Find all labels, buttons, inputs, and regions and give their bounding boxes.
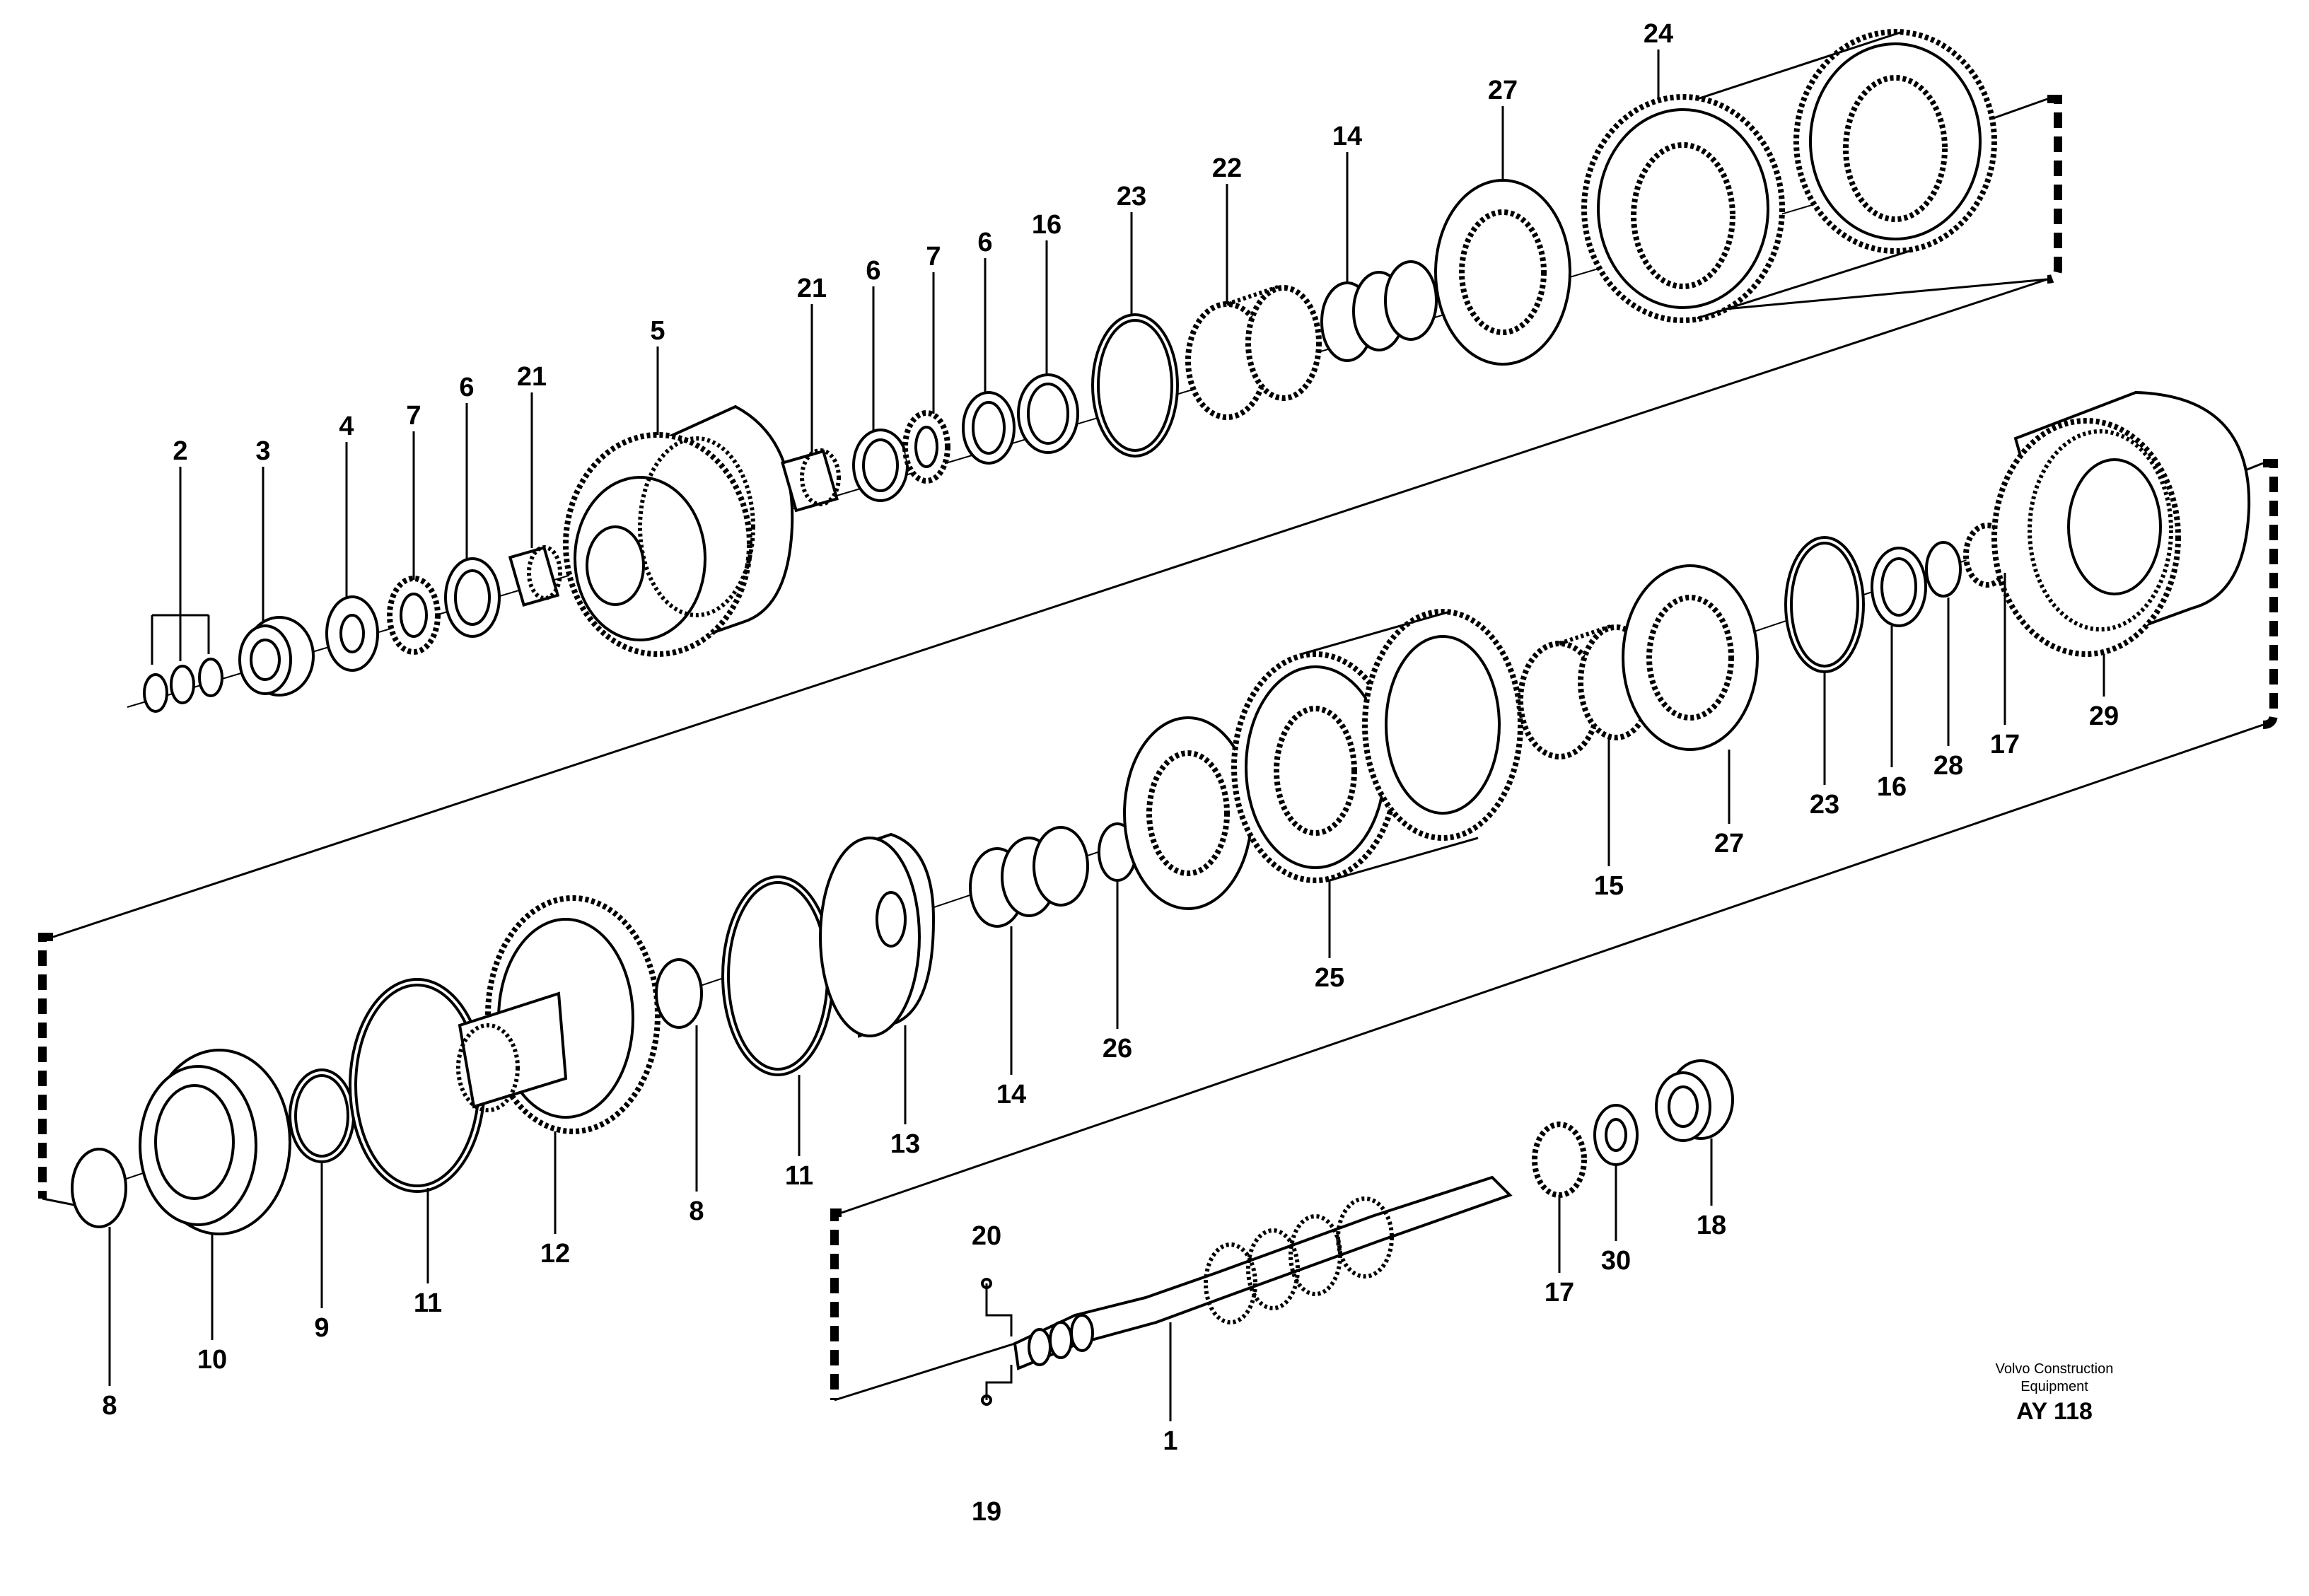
label-3: 3 <box>255 436 270 466</box>
needle-bearing-21 <box>508 545 560 607</box>
label-16a: 16 <box>1032 210 1062 240</box>
label-8b: 8 <box>689 1196 704 1226</box>
label-17a: 17 <box>1990 730 2020 759</box>
label-11b: 11 <box>785 1161 813 1191</box>
ring-28 <box>1925 541 1962 598</box>
label-9: 9 <box>314 1313 329 1343</box>
bracket-left <box>38 933 53 1199</box>
label-28: 28 <box>1933 751 1963 781</box>
illustration-code: AY 118 <box>2016 1398 2093 1425</box>
label-1: 1 <box>1163 1426 1177 1456</box>
label-10: 10 <box>197 1345 227 1375</box>
label-23a: 23 <box>1117 182 1146 211</box>
row1-parts <box>143 29 1997 713</box>
needle-bearing-21b <box>781 449 839 513</box>
credit-line-1: Volvo Construction <box>1996 1361 2114 1377</box>
label-6b: 6 <box>866 256 880 286</box>
snap-ring-2a <box>143 673 168 713</box>
label-26: 26 <box>1103 1034 1132 1064</box>
snap-ring-2b <box>170 665 195 704</box>
credit-line-2: Equipment <box>2020 1379 2088 1394</box>
label-11a: 11 <box>414 1288 442 1318</box>
bracket-top-right <box>2047 95 2062 284</box>
label-6a: 6 <box>459 373 474 402</box>
label-24: 24 <box>1644 19 1673 49</box>
label-19: 19 <box>972 1497 1001 1527</box>
label-6c: 6 <box>977 228 992 257</box>
label-7b: 7 <box>926 242 941 272</box>
label-12: 12 <box>540 1239 570 1269</box>
label-25: 25 <box>1315 963 1344 993</box>
label-21a: 21 <box>517 362 547 392</box>
label-2: 2 <box>173 436 187 466</box>
label-7a: 7 <box>406 401 421 431</box>
snap-ring-8b <box>655 958 703 1029</box>
label-14b: 14 <box>996 1080 1026 1109</box>
label-27b: 27 <box>1714 829 1744 858</box>
snap-ring-8 <box>71 1148 127 1228</box>
callout-labels: 2 3 4 7 6 21 5 21 6 7 6 16 23 22 14 27 2… <box>102 19 2119 1527</box>
shaft-row <box>981 1059 1734 1406</box>
label-29: 29 <box>2089 701 2119 731</box>
label-23b: 23 <box>1810 790 1839 820</box>
bracket-right <box>2262 459 2278 729</box>
label-30: 30 <box>1601 1246 1631 1276</box>
label-22: 22 <box>1212 153 1242 183</box>
label-27a: 27 <box>1488 76 1518 105</box>
label-15: 15 <box>1594 871 1624 901</box>
label-21b: 21 <box>797 274 827 303</box>
label-18: 18 <box>1697 1211 1726 1240</box>
label-8a: 8 <box>102 1391 117 1421</box>
row2-parts <box>71 390 2251 1235</box>
label-4: 4 <box>339 412 354 441</box>
label-14a: 14 <box>1332 122 1362 151</box>
label-17b: 17 <box>1545 1278 1574 1307</box>
leader-lines <box>108 49 2105 1421</box>
axis-middle-to-shaft <box>841 723 2264 1214</box>
axis-upper-to-lower <box>52 278 2048 938</box>
label-20: 20 <box>972 1221 1001 1251</box>
label-16b: 16 <box>1877 772 1907 802</box>
snap-ring-2c <box>198 658 223 697</box>
bracket-shaft <box>830 1208 842 1400</box>
label-5: 5 <box>650 316 665 346</box>
credit-block: Volvo Construction Equipment AY 118 <box>1996 1361 2114 1425</box>
label-13: 13 <box>890 1129 920 1159</box>
needle-bearing-17b <box>1532 1122 1587 1198</box>
